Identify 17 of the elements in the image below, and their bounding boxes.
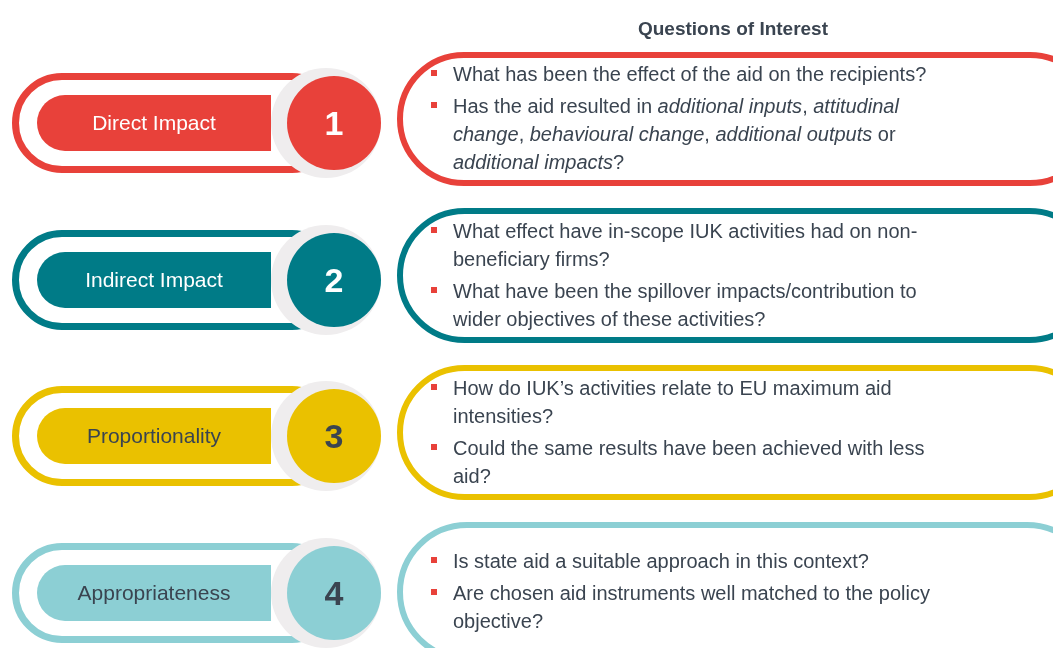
label-pill: Indirect Impact [37,252,271,308]
heading: Questions of Interest [637,18,829,40]
question-text: Has the aid resulted in additional inputs, attitudinal change, behavioural change, additional outputs or additional impacts? [453,95,899,173]
question-text: Could the same results have been achieved with less aid? [453,436,925,487]
label-pill: Appropriateness [37,565,271,621]
question-text: What has been the effect of the aid on the recipients? [453,63,927,85]
question-text: What effect have in-scope IUK activities had on non-beneficiary firms? [453,219,918,270]
question-text: Is state aid a suitable approach in this context? [453,550,869,572]
label-pill: Direct Impact [37,95,271,151]
question-pill [397,52,1053,186]
question-pill [397,522,1053,648]
question-text: What have been the spillover impacts/contribution to wider objectives of these activities? [453,279,917,330]
question-pill [397,365,1053,500]
question-pill [397,208,1053,343]
label-pill: Proportionality [37,408,271,464]
question-text: Are chosen aid instruments well matched to the policy objective? [453,582,930,632]
question-text: How do IUK’s activities relate to EU maximum aid intensities? [453,376,892,427]
